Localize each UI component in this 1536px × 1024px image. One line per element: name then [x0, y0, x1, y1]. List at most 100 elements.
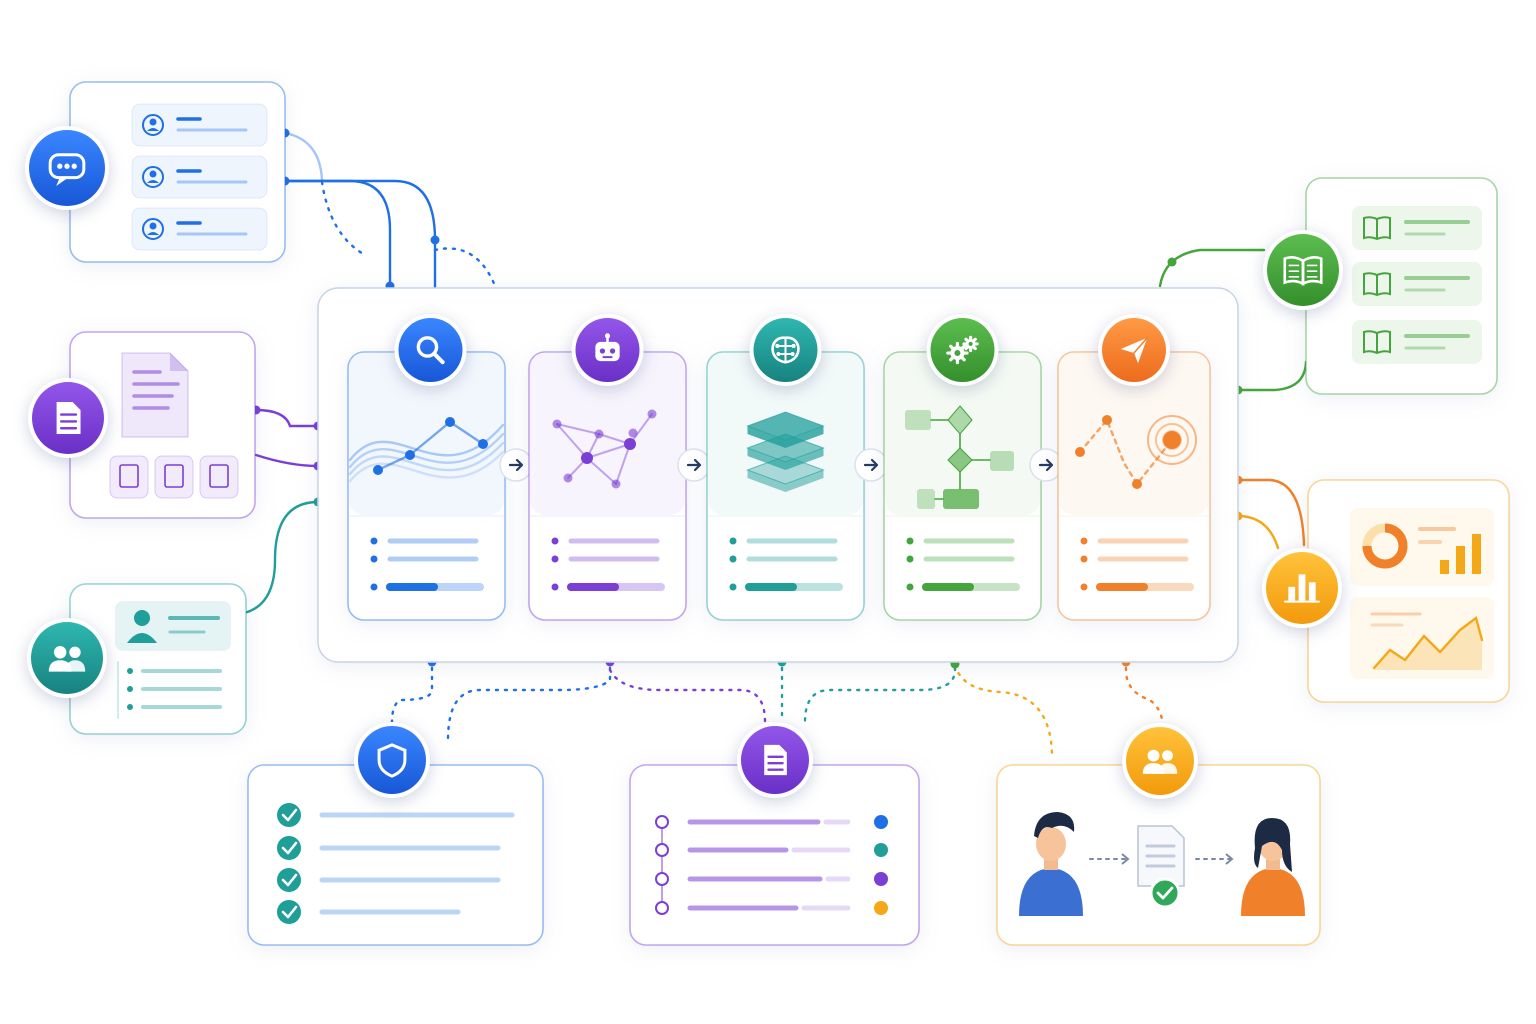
timeline-item	[655, 843, 888, 857]
output-card-knowledge	[1263, 177, 1498, 395]
status-dot	[874, 872, 888, 886]
connector-line	[1236, 514, 1280, 550]
bullet-dot	[551, 537, 559, 545]
check-icon	[277, 900, 301, 924]
bottom-card-handoff	[996, 723, 1321, 946]
target-ring	[1162, 430, 1182, 450]
target-path	[1075, 415, 1197, 489]
document-icon	[56, 402, 81, 434]
donut-segment	[1362, 523, 1408, 569]
graph-node	[624, 438, 636, 450]
path-point	[1102, 415, 1112, 425]
connector-line	[803, 630, 957, 724]
flow-arrow	[854, 448, 888, 482]
document-badge	[737, 722, 813, 798]
connector-line	[1236, 478, 1306, 547]
flowchart	[905, 405, 1014, 509]
bar-chart-badge	[1262, 548, 1342, 628]
path-point	[1132, 479, 1142, 489]
shield-icon	[377, 743, 407, 778]
gears-icon	[946, 335, 979, 365]
graph-node	[628, 428, 638, 438]
file-icon	[109, 455, 149, 499]
target-ring	[1147, 415, 1197, 465]
bar	[1456, 546, 1465, 574]
list-item	[1352, 206, 1482, 250]
connector-line	[283, 131, 324, 182]
input-card-profile	[27, 583, 247, 735]
target-ring	[1155, 423, 1189, 457]
bullet-dot	[729, 537, 737, 545]
illustration-area	[349, 353, 504, 515]
layer-stack	[746, 411, 825, 492]
connector-line	[446, 630, 612, 742]
connector-line	[608, 668, 767, 724]
bullet-dot	[729, 583, 737, 591]
pipeline-step-2	[528, 314, 711, 621]
brain-icon	[771, 336, 800, 364]
list-row	[131, 207, 268, 251]
bottom-card-timeline	[629, 722, 920, 946]
timeline-node	[655, 901, 669, 915]
connector-line	[1236, 360, 1308, 392]
book-icon	[1363, 216, 1391, 241]
connector-dot	[1167, 257, 1177, 267]
avatar-icon	[134, 610, 150, 626]
input-card-users	[25, 81, 286, 263]
connector-line	[953, 663, 1054, 760]
timeline-node	[655, 872, 669, 886]
status-dot	[874, 901, 888, 915]
list-row	[131, 103, 268, 147]
connector-line	[1124, 630, 1164, 724]
open-book-badge	[1263, 230, 1343, 310]
timeline-node	[655, 843, 669, 857]
connector-line	[254, 453, 320, 468]
bullet-dot	[370, 583, 378, 591]
connector-line	[283, 179, 437, 292]
list-item	[131, 103, 268, 147]
users-badge	[27, 618, 107, 698]
list-item	[1352, 320, 1482, 364]
avatar-icon	[142, 166, 164, 188]
status-dot	[874, 815, 888, 829]
connector-line	[242, 500, 320, 615]
bullet-dot	[370, 537, 378, 545]
bullet-dot	[906, 583, 914, 591]
graph-node	[647, 409, 657, 419]
graph-node	[594, 429, 604, 439]
connector-dot	[430, 235, 440, 245]
graph-edge	[629, 413, 653, 445]
checklist-item	[277, 900, 461, 924]
bullet-dot	[1080, 583, 1088, 591]
document-icon	[764, 744, 787, 776]
robot-icon	[595, 333, 620, 362]
document-badge	[28, 378, 108, 458]
check-icon	[277, 803, 301, 827]
bullet-dot	[729, 555, 737, 563]
connector-line	[320, 180, 367, 257]
illustration-area	[885, 353, 1040, 515]
chat-bubble-icon	[48, 153, 86, 187]
bar	[1440, 560, 1449, 574]
flow-node	[905, 410, 931, 430]
wave-data	[348, 417, 505, 483]
bullet-dot	[370, 555, 378, 563]
paper-plane-icon	[1120, 337, 1148, 364]
search-icon	[416, 336, 445, 365]
connector-line	[283, 179, 392, 292]
person-receiver	[1241, 818, 1305, 916]
connector-line	[1158, 248, 1266, 288]
flow-node	[990, 451, 1014, 471]
path-line	[1078, 417, 1174, 487]
bar-chart-icon	[1283, 574, 1321, 603]
graph-node	[581, 452, 593, 464]
network-graph	[552, 409, 657, 489]
flow-arrow	[499, 448, 533, 482]
users-icon	[1142, 749, 1178, 774]
list-row	[1352, 320, 1482, 364]
users-badge	[1122, 723, 1198, 799]
pipeline-step-5	[1057, 314, 1211, 621]
graph-edge	[556, 423, 600, 435]
timeline-node	[655, 815, 669, 829]
